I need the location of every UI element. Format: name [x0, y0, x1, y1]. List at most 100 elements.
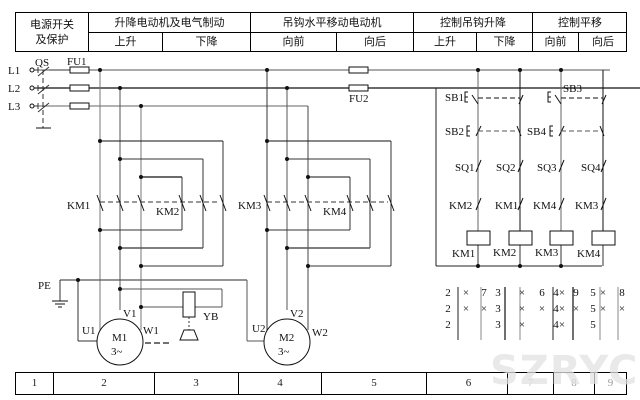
label-W2: W2 — [312, 327, 328, 339]
junctions — [76, 68, 563, 309]
zone-cell: 9 — [607, 377, 614, 389]
watermark: SZRYC — [490, 348, 639, 394]
contact-table-cell: × — [559, 319, 565, 331]
junction-dot — [98, 68, 102, 72]
zone-divider — [321, 373, 322, 394]
coil-KM2 — [508, 230, 533, 246]
junction-dot — [76, 278, 80, 282]
junction-dot — [139, 104, 143, 108]
label-FU1: FU1 — [67, 56, 87, 68]
contact-table-cell: 5 — [590, 303, 596, 315]
junction-dot — [139, 305, 143, 309]
km4-contact — [366, 194, 374, 212]
contact-table-cell: × — [573, 303, 579, 315]
contact-table-cell: 2 — [445, 287, 451, 299]
zone-cell: 7 — [527, 377, 534, 389]
sb3-contact — [601, 94, 607, 105]
label-interlock-4: KM3 — [575, 200, 599, 212]
zone-divider — [53, 373, 54, 394]
header-row-divider — [89, 32, 627, 33]
sb1-contact — [518, 94, 524, 105]
label-M1: M1 — [112, 332, 127, 344]
junction-dot — [285, 246, 289, 250]
zone-cell: 6 — [465, 377, 472, 389]
junction-dot — [118, 287, 122, 291]
header-group-title: 升降电动机及电气制动 — [114, 16, 225, 29]
header-group-title: 吊钩水平移动电动机 — [282, 16, 382, 29]
zone-cell: 5 — [371, 377, 377, 389]
contact-table-cell: × — [559, 303, 565, 315]
label-SQ3: SQ3 — [537, 162, 557, 174]
label-YB: YB — [203, 311, 218, 323]
junction-dot — [118, 246, 122, 250]
interlock-contact — [600, 197, 607, 211]
motor-M2 — [263, 318, 311, 366]
label-M2: M2 — [279, 332, 294, 344]
label-coil-KM1: KM1 — [452, 248, 475, 260]
contact-table-cell: 6 — [539, 287, 545, 299]
junction-dot — [265, 228, 269, 232]
header-sub-label: 上升 — [114, 35, 137, 48]
header-power-line2: 及保护 — [35, 33, 69, 46]
junction-dot — [306, 175, 310, 179]
header-col-divider — [250, 13, 251, 51]
label-PE: PE — [38, 280, 51, 292]
junction-dot — [98, 228, 102, 232]
label-W1: W1 — [143, 325, 159, 337]
junction-dot — [98, 139, 102, 143]
km4-contact — [346, 194, 354, 212]
contact-table: 222××7×333×××6×444×××9×555××8× — [445, 287, 625, 331]
contact-table-cell: 5 — [590, 319, 596, 331]
header-subcol-divider — [578, 32, 579, 51]
label-KM1: KM1 — [67, 200, 90, 212]
junction-dot — [285, 157, 289, 161]
contact-table-cell: × — [463, 287, 469, 299]
header-subcol-divider — [336, 32, 337, 51]
label-L3: L3 — [8, 101, 21, 113]
contact-table-cell: × — [539, 303, 545, 315]
junction-dot — [476, 264, 480, 268]
contact-table-cell: 8 — [619, 287, 625, 299]
fuse-FU1-L3 — [69, 102, 90, 110]
sq4-contact — [600, 159, 607, 173]
label-SB2: SB2 — [445, 126, 464, 138]
contact-table-cell: 3 — [495, 319, 501, 331]
label-SB1: SB1 — [445, 92, 464, 104]
label-QS: QS — [35, 57, 49, 69]
terminal-L3 — [29, 103, 35, 109]
label-FU2: FU2 — [349, 93, 369, 105]
junction-dot — [306, 264, 310, 268]
label-U2: U2 — [252, 323, 265, 335]
label-SB4: SB4 — [527, 126, 546, 138]
header-col-divider — [532, 13, 533, 51]
interlock-contact — [475, 197, 482, 211]
header-sub-label: 上升 — [434, 35, 456, 48]
label-KM4: KM4 — [323, 206, 347, 218]
label-coil-KM3: KM3 — [535, 247, 559, 259]
sb4-contact — [599, 125, 605, 137]
junction-dot — [476, 68, 480, 72]
header-table: 电源开关 及保护 升降电动机及电气制动 吊钩水平移动电动机 控制吊钩升降 控制平… — [15, 12, 627, 52]
coil-KM3 — [549, 230, 574, 246]
label-coil-KM4: KM4 — [577, 248, 601, 260]
junction-dot — [139, 264, 143, 268]
header-sub-label: 向前 — [544, 35, 567, 48]
coil-KM1 — [466, 230, 491, 246]
header-group-title: 控制吊钩升降 — [440, 16, 506, 29]
km2-contact — [219, 194, 227, 212]
label-SQ1: SQ1 — [455, 162, 475, 174]
contact-table-cell: × — [463, 303, 469, 315]
zone-strip-right: 7 8 9 — [508, 372, 627, 395]
contact-table-cell: × — [519, 303, 525, 315]
fuse-FU2-2 — [348, 84, 369, 92]
sq2-contact — [517, 159, 524, 173]
km4-contact — [387, 194, 395, 212]
label-L2: L2 — [8, 83, 20, 95]
label-U1: U1 — [82, 325, 95, 337]
zone-cell: 1 — [31, 377, 38, 389]
label-M2-phase: 3~ — [278, 346, 290, 358]
fuse-FU2-1 — [348, 66, 369, 74]
header-col-divider — [413, 13, 414, 51]
km3-contact — [263, 194, 271, 212]
